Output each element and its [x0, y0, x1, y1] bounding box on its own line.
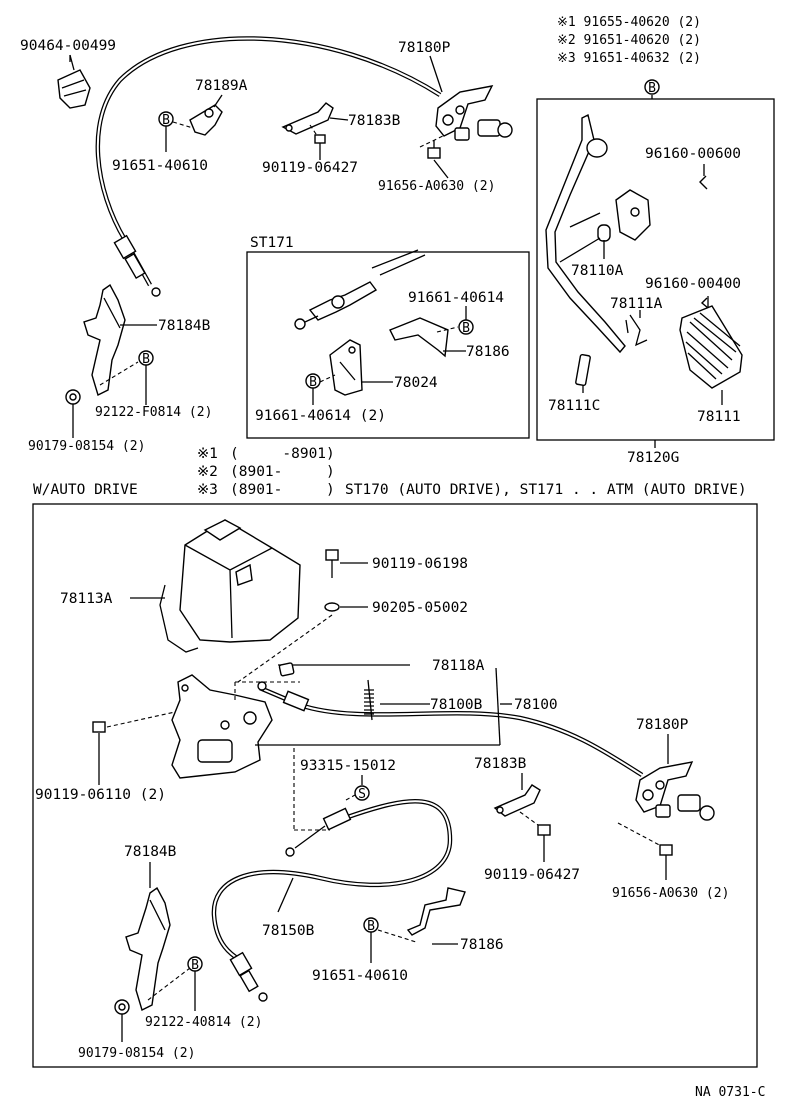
nut-90179-top	[65, 389, 81, 405]
label-78024: 78024	[394, 375, 438, 391]
label-78150b: 78150B	[262, 923, 315, 939]
label-78111a: 78111A	[610, 296, 663, 312]
label-93315-15012: 93315-15012	[300, 758, 396, 774]
label-90119-06198: 90119-06198	[372, 556, 468, 572]
pedal-pad-78111	[679, 305, 743, 389]
label-78189a: 78189A	[195, 78, 248, 94]
label-78100: 78100	[514, 697, 558, 713]
bolt-marker-pedal-label: B	[648, 81, 656, 96]
throttle-link-78180p-top	[435, 85, 513, 141]
bolt-marker-top1-label: B	[162, 113, 170, 128]
note-2: ※2 91651-40620 (2)	[557, 33, 701, 48]
bolt-marker-st2-label: B	[309, 375, 317, 390]
clip-96160-00600	[699, 175, 708, 190]
bolt-90119-06198	[325, 549, 339, 578]
label-st171: ST171	[250, 235, 294, 251]
label-90119-06427-bottom: 90119-06427	[484, 867, 580, 883]
cable-78150b	[211, 799, 453, 1002]
st171-cable-assembly	[294, 249, 426, 330]
actuator-bracket	[171, 674, 273, 779]
label-91656-a0630-top: 91656-A0630 (2)	[378, 179, 495, 194]
actuator-cover-78113a	[159, 519, 301, 653]
label-92122-40814: 92122-40814 (2)	[145, 1015, 262, 1030]
label-78110a: 78110A	[571, 263, 624, 279]
note-1: ※1 91655-40620 (2)	[557, 15, 701, 30]
spring-78100b	[364, 679, 374, 721]
clamp-78189a	[189, 94, 223, 136]
reference-code: NA 0731-C	[695, 1085, 765, 1100]
footnote-3-mark: ※3	[197, 482, 218, 498]
label-78184b-top: 78184B	[158, 318, 211, 334]
footnote-1-text: ( -8901)	[230, 446, 335, 462]
st171-inset-box	[246, 251, 530, 439]
label-91661-40614-a: 91661-40614	[408, 290, 504, 306]
label-78184b-bottom: 78184B	[124, 844, 177, 860]
label-90119-06110: 90119-06110 (2)	[35, 787, 166, 803]
bolt-91656-bottom	[659, 844, 673, 880]
bolt-marker-bottom1-label: B	[367, 919, 375, 934]
label-78113a: 78113A	[60, 591, 113, 607]
bracket-78183b-top	[281, 102, 334, 135]
footnote-3-description: ST170 (AUTO DRIVE), ST171 . . ATM (AUTO …	[345, 482, 747, 498]
spring-marker-93315	[354, 785, 370, 801]
label-78180p-top: 78180P	[398, 40, 451, 56]
footnote-2-text: (8901- )	[230, 464, 335, 480]
label-90179-08154-top: 90179-08154 (2)	[28, 439, 145, 454]
clip-78118a	[278, 662, 295, 677]
bolt-marker-bottom2-label: B	[191, 958, 199, 973]
bracket-78186-bottom	[406, 887, 466, 936]
footnote-1-mark: ※1	[197, 446, 218, 462]
label-96160-00600: 96160-00600	[645, 146, 741, 162]
note-3: ※3 91651-40632 (2)	[557, 51, 701, 66]
label-78180p-bottom: 78180P	[636, 717, 689, 733]
bolt-marker-pedal	[644, 79, 660, 95]
bracket-78183b-bottom	[493, 784, 541, 817]
label-78111: 78111	[697, 409, 741, 425]
footnote-3-text: (8901- )	[230, 482, 335, 498]
throttle-link-78180p-bottom	[635, 761, 715, 821]
label-78183b-top: 78183B	[348, 113, 401, 129]
label-90119-06427-top: 90119-06427	[262, 160, 358, 176]
label-78183b-bottom: 78183B	[474, 756, 527, 772]
pin-78111c	[575, 353, 591, 387]
label-78111c: 78111C	[548, 398, 600, 414]
bolt-marker-top2-label: B	[142, 352, 150, 367]
bracket-78024	[329, 339, 363, 396]
pedal-arm-78110a	[545, 113, 651, 354]
bolt-90119-06110	[92, 721, 106, 733]
clip-96160-00400	[700, 297, 709, 309]
accelerator-cable-top	[95, 36, 442, 297]
label-91651-40610-bottom: 91651-40610	[312, 968, 408, 984]
label-91656-a0630-bottom: 91656-A0630 (2)	[612, 886, 729, 901]
w-auto-drive-heading: W/AUTO DRIVE	[33, 482, 138, 498]
bolt-90119-top	[314, 134, 326, 160]
label-90464-00499: 90464-00499	[20, 38, 116, 54]
bolt-marker-st1-label: B	[462, 321, 470, 336]
spring-marker-93315-label: S	[358, 787, 366, 802]
label-92122-f0814: 92122-F0814 (2)	[95, 405, 212, 420]
clip-90464	[57, 54, 91, 109]
label-90179-08154-bottom: 90179-08154 (2)	[78, 1046, 195, 1061]
nut-90179-bottom	[114, 999, 130, 1015]
lever-78184b-bottom	[125, 886, 171, 1011]
label-78186-st171: 78186	[466, 344, 510, 360]
label-91651-40610-top: 91651-40610	[112, 158, 208, 174]
label-78186-bottom: 78186	[460, 937, 504, 953]
label-91661-40614-b: 91661-40614 (2)	[255, 408, 386, 424]
lever-78184b-top	[83, 283, 126, 396]
bolt-91656-top	[427, 140, 441, 159]
label-78100b: 78100B	[430, 697, 483, 713]
washer-90205	[324, 602, 340, 612]
bracket-78186-st171	[389, 317, 449, 358]
label-96160-00400: 96160-00400	[645, 276, 741, 292]
bolt-90119-06427-bottom	[537, 824, 551, 862]
footnote-2-mark: ※2	[197, 464, 218, 480]
label-90205-05002: 90205-05002	[372, 600, 468, 616]
label-78120g: 78120G	[627, 450, 679, 466]
label-78118a: 78118A	[432, 658, 485, 674]
auto-drive-section-box	[32, 503, 758, 1068]
actuator-cable-78100	[257, 681, 644, 777]
spring-78111a	[625, 314, 648, 347]
